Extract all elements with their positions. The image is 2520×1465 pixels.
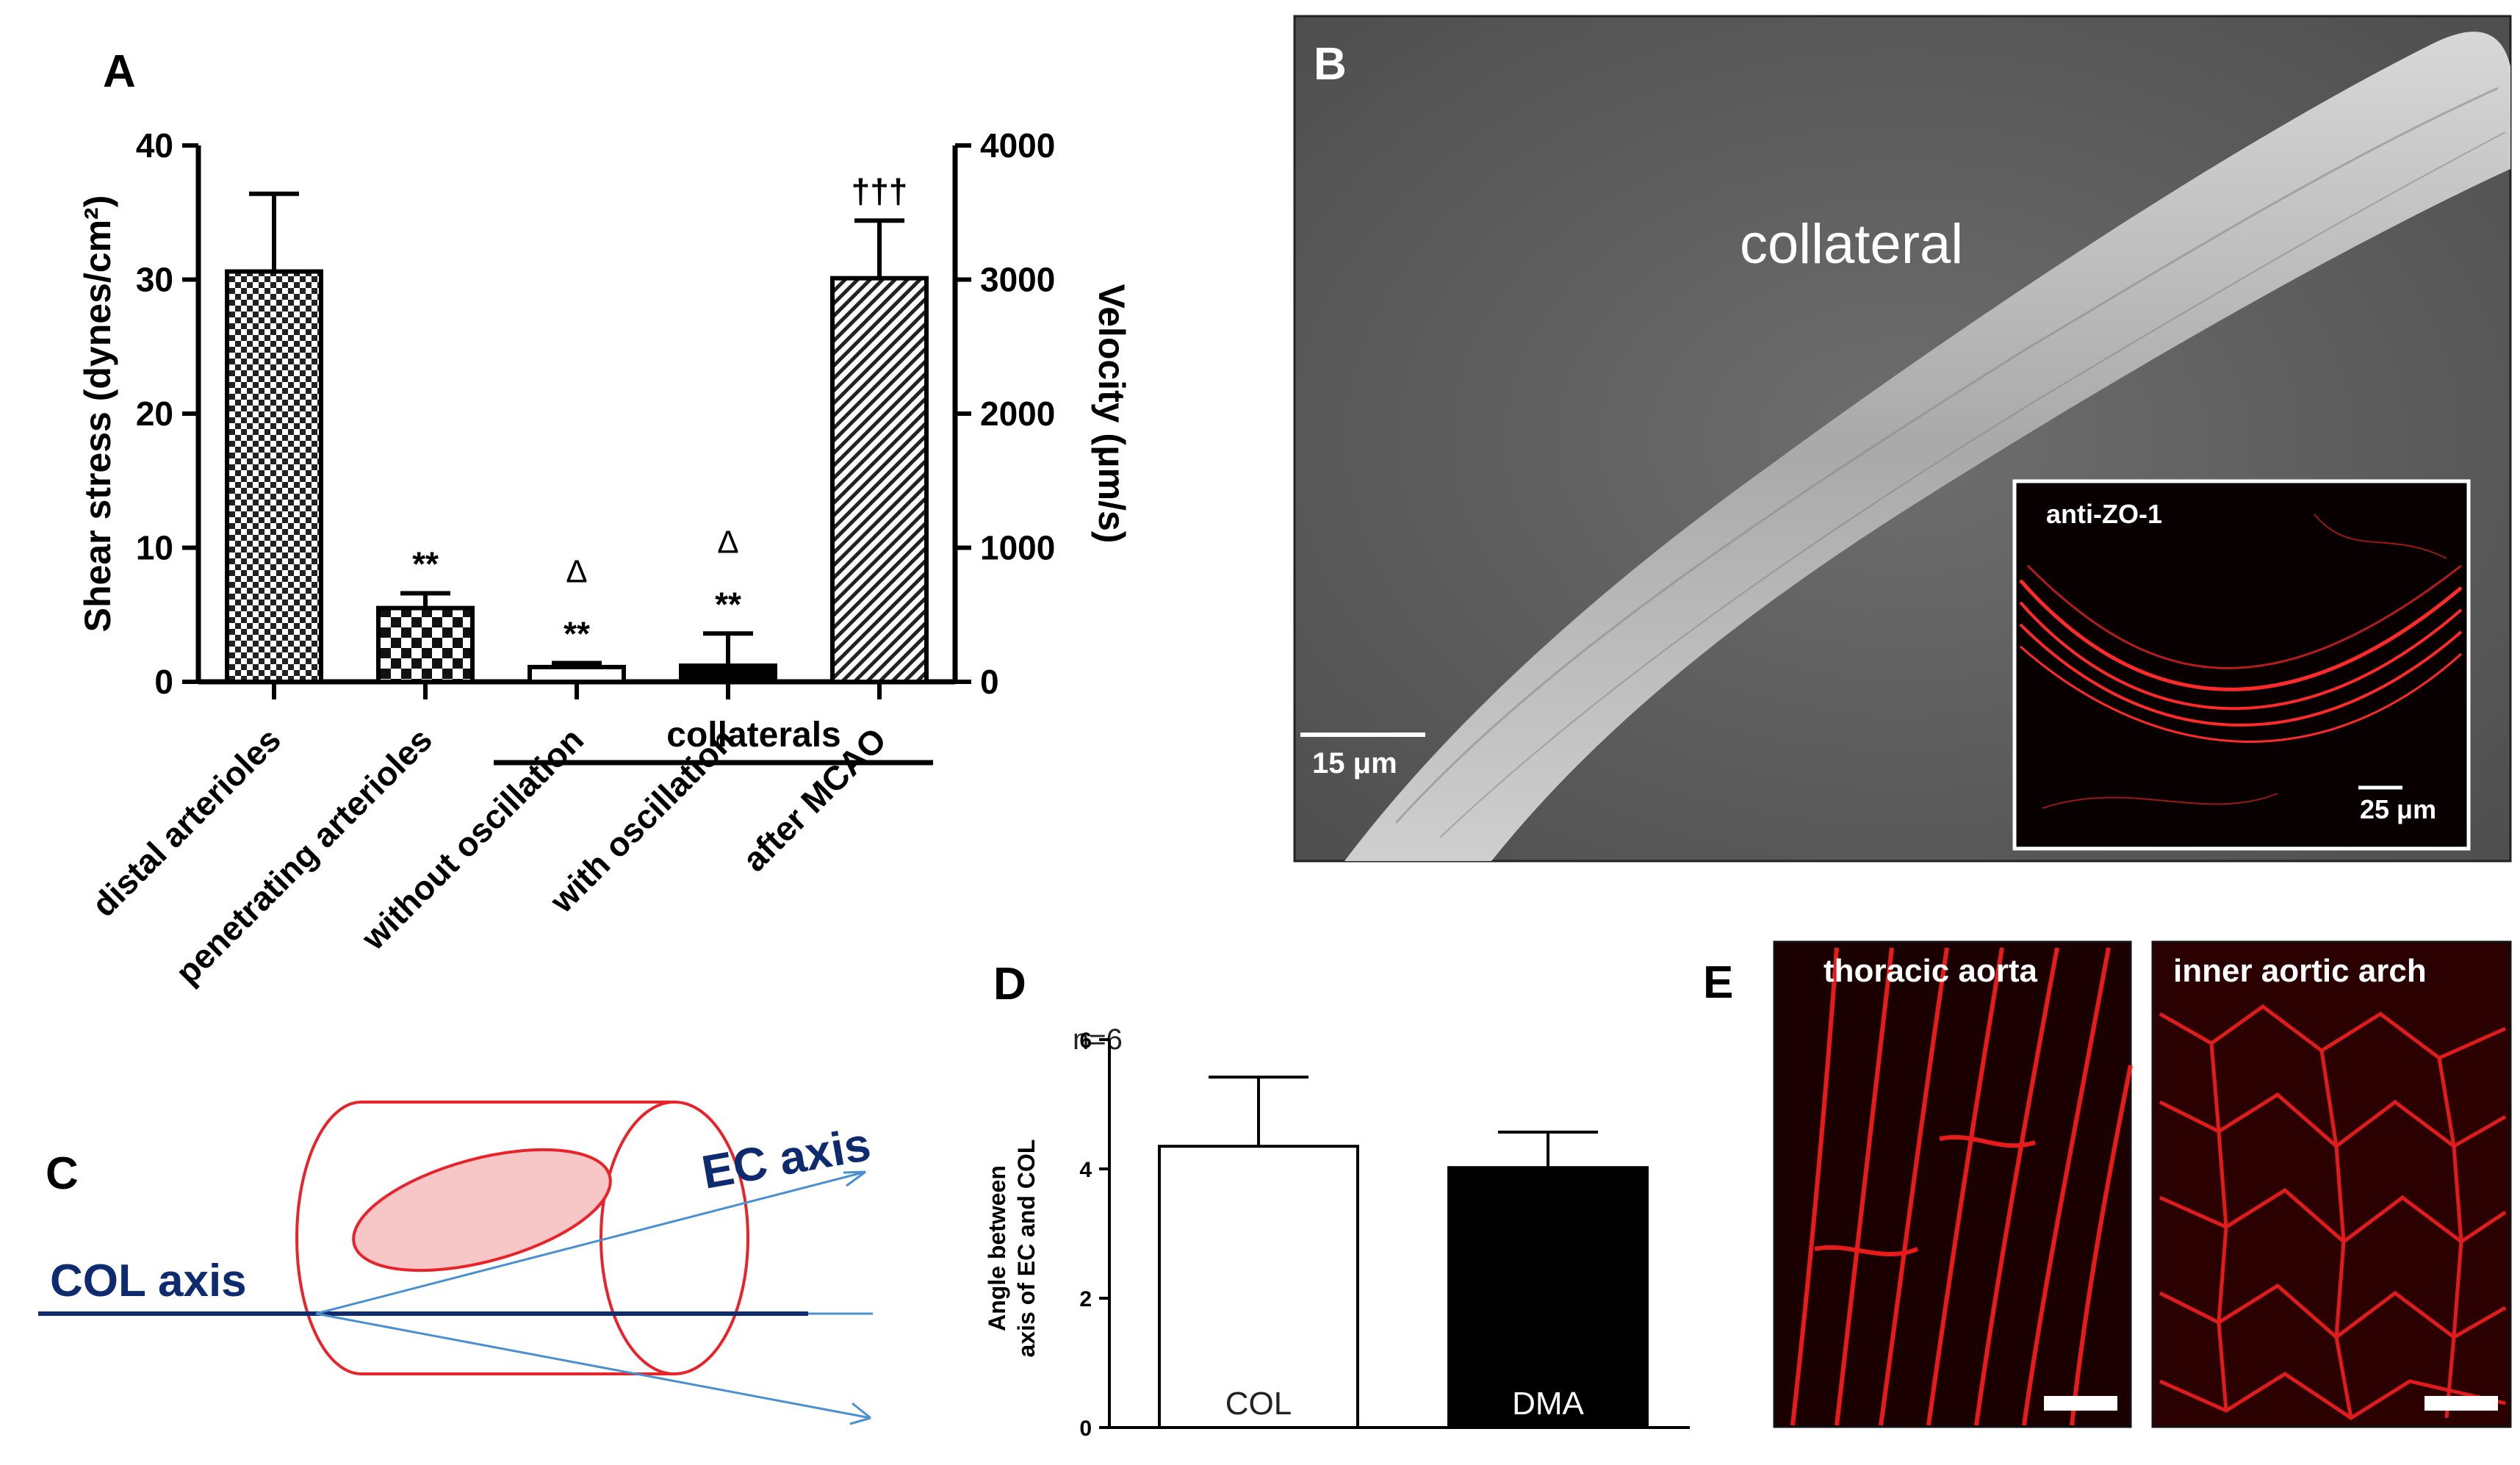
sem-scale-label: 15 μm (1312, 747, 1397, 780)
a-y2-tick-label: 4000 (980, 126, 1055, 165)
endothelial-cell-ellipse (352, 1148, 612, 1273)
a-bar (376, 605, 475, 684)
panel-c-letter: C (46, 1148, 79, 1199)
panel-d-letter: D (993, 959, 1026, 1009)
inner-aortic-arch-image (2151, 940, 2512, 1428)
vessel-texture (1394, 87, 2499, 824)
a-annotation: ††† (852, 172, 908, 210)
ec-axis-label: EC axis (698, 1117, 874, 1199)
ec-axis-line (315, 1170, 866, 1315)
cylinder-end-ellipse (600, 1101, 749, 1375)
d-y-tick-label: 4 (1079, 1158, 1092, 1182)
lower-axis-arrowhead (849, 1402, 871, 1425)
d-y-tick-label: 6 (1079, 1029, 1092, 1053)
thoracic-aorta-image (1773, 940, 2132, 1428)
a-bar (679, 663, 777, 684)
a-y-tick-label: 0 (154, 663, 173, 701)
ec-axis-arrowhead (843, 1170, 866, 1187)
inner-aortic-arch-network (2159, 1004, 2507, 1420)
panel-e-aorta-images: E thoracic aorta inner aortic arch (1703, 940, 2512, 1428)
zo1-inset-image (2012, 479, 2471, 851)
d-y-axis-label: Angle between (984, 1165, 1010, 1331)
vessel-texture (1439, 132, 2506, 838)
a-y-tick-label: 10 (136, 529, 173, 567)
d-y-axis-label: axis of EC and COL (1013, 1140, 1040, 1358)
panel-a-letter: A (103, 46, 136, 97)
n-label: n=6 (1073, 1023, 1123, 1056)
panel-b-letter: B (1314, 39, 1347, 90)
a-annotation: Δ (717, 524, 738, 560)
d-bar (1158, 1145, 1359, 1429)
a-y2-tick-label: 2000 (980, 395, 1055, 433)
cylinder-outline (295, 1101, 674, 1375)
a-y-tick-label: 20 (136, 395, 173, 433)
a-category-label: penetrating arterioles (168, 720, 439, 991)
panel-e-letter: E (1703, 957, 1733, 1008)
thoracic-aorta-label: thoracic aorta (1824, 953, 2038, 989)
a-group-label: collaterals (666, 716, 840, 755)
a-y-tick-label: 30 (136, 261, 173, 299)
a-y2-tick-label: 1000 (980, 529, 1055, 567)
inner-aortic-arch-label: inner aortic arch (2173, 953, 2427, 989)
lower-axis-line (315, 1312, 871, 1419)
a-bar (225, 269, 323, 684)
a-y2-tick-label: 0 (980, 663, 999, 701)
a-bar (528, 664, 626, 684)
zo1-inset-filaments (2019, 514, 2463, 809)
panel-b-sem-image: collateral B 15 μm anti-ZO-1 25 μm (1293, 15, 2512, 863)
a-annotation: Δ (566, 553, 587, 589)
collateral-label: collateral (1740, 213, 1963, 276)
a-annotation: ** (715, 585, 741, 623)
a-annotation: ** (564, 614, 590, 652)
col-axis-label: COL axis (50, 1256, 247, 1306)
zo1-scale-label: 25 μm (2360, 794, 2436, 824)
thoracic-scale-bar (2044, 1396, 2117, 1411)
thoracic-aorta-filaments (1790, 947, 2133, 1426)
arch-scale-bar (2424, 1396, 2498, 1411)
d-category-label: DMA (1512, 1386, 1584, 1422)
a-y-axis-label: Shear stress (dynes/cm²) (77, 195, 118, 633)
d-y-tick-label: 2 (1079, 1287, 1092, 1311)
zo1-inset-label: anti-ZO-1 (2046, 499, 2162, 529)
a-bar (830, 276, 929, 684)
a-annotation: ** (412, 545, 439, 583)
a-y-tick-label: 40 (136, 126, 173, 165)
a-y2-axis-label: Velocity (μm/s) (1091, 284, 1132, 544)
collateral-vessel-image (1344, 32, 2510, 861)
a-y2-tick-label: 3000 (980, 261, 1055, 299)
panel-c-axis-diagram: C COL axis EC axis (38, 1101, 874, 1425)
d-category-label: COL (1225, 1386, 1292, 1422)
d-y-tick-label: 0 (1079, 1417, 1092, 1441)
d-bar (1447, 1166, 1649, 1429)
